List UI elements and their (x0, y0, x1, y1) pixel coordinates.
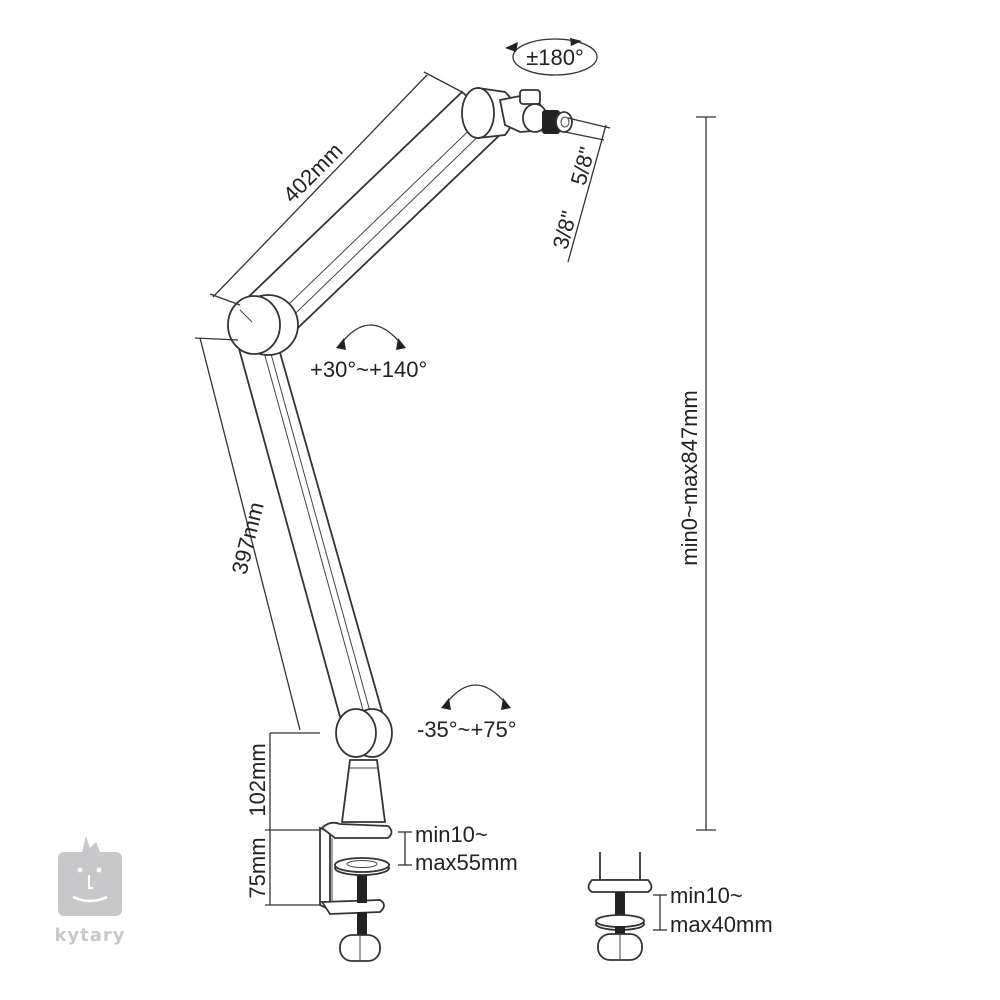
lower-arm-length-label: 397mm (227, 500, 269, 577)
pole-height-label: 102mm (245, 743, 270, 816)
clamp-range-2-line1: min10~ (670, 883, 743, 908)
rotation-arrows (336, 38, 598, 710)
arrow-icon (505, 42, 518, 52)
desk-clamp (319, 821, 393, 962)
base-arc (444, 684, 508, 706)
top-joint (461, 86, 573, 140)
elbow-angle-label: +30°~+140° (310, 357, 427, 382)
small-clamp-view (587, 852, 653, 961)
base-joint (335, 708, 393, 758)
elbow-arc (339, 324, 403, 346)
dimension-lines (194, 71, 716, 931)
kytary-logo: kytary (54, 836, 125, 946)
arrow-icon (396, 338, 406, 350)
elbow-joint (227, 294, 299, 356)
arrow-icon (441, 698, 451, 710)
clamp-height-label: 75mm (245, 837, 270, 898)
clamp-range-2-line2: max40mm (670, 912, 773, 937)
thread-large-label: 5/8" (566, 144, 600, 188)
rotation-ellipse (512, 38, 598, 76)
thread-adapter (542, 110, 560, 134)
rotation-head-label: ±180° (526, 45, 584, 70)
upper-arm-length-label: 402mm (278, 138, 348, 208)
logo-wordmark: kytary (54, 925, 125, 946)
clamp-range-1-line2: max55mm (415, 850, 518, 875)
arrow-icon (570, 38, 582, 46)
height-range-label: min0~max847mm (677, 390, 702, 565)
thread-small-label: 3/8" (548, 208, 582, 252)
clamp-range-1-line1: min10~ (415, 822, 488, 847)
base-angle-label: -35°~+75° (417, 717, 517, 742)
arrow-icon (501, 698, 511, 710)
arrow-icon (336, 338, 346, 350)
pole (340, 759, 387, 823)
